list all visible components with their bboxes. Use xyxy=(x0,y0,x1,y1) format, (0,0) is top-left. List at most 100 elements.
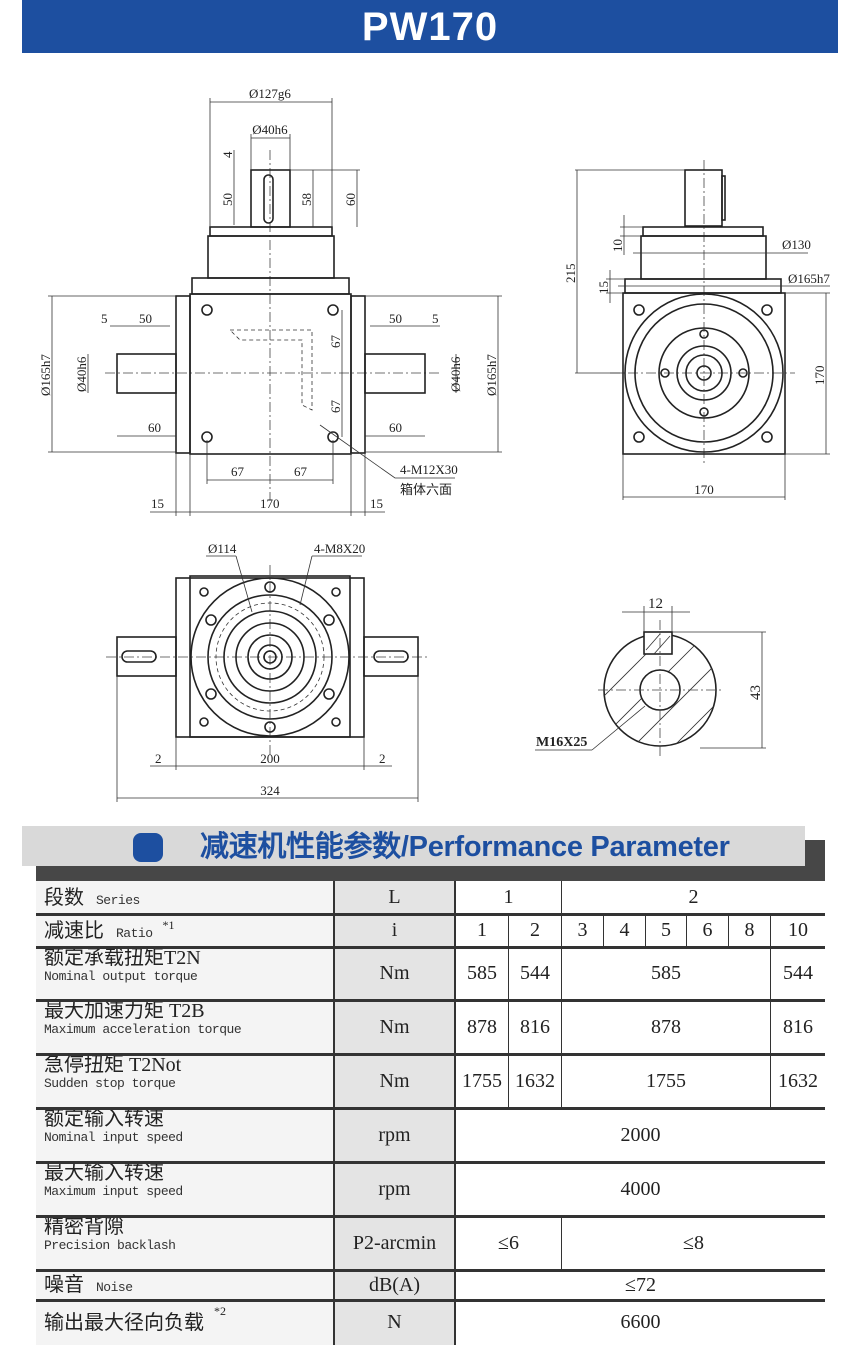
row-value: 1632 xyxy=(770,1054,825,1108)
label-en: Maximum input speed xyxy=(44,1184,183,1199)
thread-note-m8: 4-M8X20 xyxy=(314,541,365,556)
dim-key-width: 12 xyxy=(648,596,663,612)
label-cn: 额定承载扭矩T2N xyxy=(44,947,201,969)
row-value: 2 xyxy=(561,881,825,914)
row-value: 2000 xyxy=(620,1123,661,1146)
row-value: 8 xyxy=(728,914,770,947)
dim-right-flange-diameter: Ø165h7 xyxy=(484,354,499,396)
section-bullet-icon xyxy=(133,833,163,862)
footnote-marker: *2 xyxy=(214,1304,226,1318)
dim-left-50: 50 xyxy=(139,311,152,326)
label-en: Noise xyxy=(96,1280,133,1295)
label-cn: 段数 xyxy=(44,886,84,909)
label-cn: 急停扭矩 T2Not xyxy=(44,1054,182,1076)
row-value: 1755 xyxy=(561,1054,770,1108)
label-cn: 噪音 xyxy=(44,1274,84,1296)
row-divider xyxy=(36,1107,825,1110)
bolt-note: 4-M12X30 xyxy=(400,462,458,477)
row-unit: rpm xyxy=(333,1162,456,1216)
row-value: 1 xyxy=(503,886,514,908)
dim-right-shaft-diameter: Ø40h6 xyxy=(448,356,463,392)
row-value: ≤72 xyxy=(625,1273,656,1296)
dim-shaft-60: 60 xyxy=(343,193,358,206)
technical-drawings: Ø127g6 Ø40h6 4 50 58 60 5 50 Ø40h6 Ø165h… xyxy=(38,86,830,802)
row-divider xyxy=(36,1053,825,1056)
row-divider xyxy=(36,1215,825,1218)
row-divider xyxy=(36,946,825,949)
dim-width-15b: 15 xyxy=(370,496,383,511)
dim-horizontal-67a: 67 xyxy=(231,464,245,479)
dim-gap-2b: 2 xyxy=(379,751,386,766)
row-value: 1755 xyxy=(462,1069,502,1092)
row-value: 544 xyxy=(770,947,825,1000)
row-unit: rpm xyxy=(333,1108,456,1162)
dim-left-60: 60 xyxy=(148,420,161,435)
row-label: 段数 Series xyxy=(36,881,333,914)
section-header-title: 减速机性能参数/Performance Parameter xyxy=(200,831,730,863)
label-cn: 最大输入转速 xyxy=(44,1162,164,1184)
dim-left-flange-diameter: Ø165h7 xyxy=(38,354,53,396)
row-value: 585 xyxy=(561,947,770,1000)
dim-shaft-58: 58 xyxy=(299,193,314,206)
row-value: ≤8 xyxy=(561,1216,825,1270)
row-value: 1 xyxy=(477,919,487,941)
dim-flange-diameter: Ø127g6 xyxy=(249,86,291,101)
row-value: 2 xyxy=(508,914,561,947)
label-en: Nominal input speed xyxy=(44,1130,183,1145)
row-unit: P2-arcmin xyxy=(333,1216,456,1270)
row-divider xyxy=(36,1299,825,1302)
row-value: 6600 xyxy=(620,1311,661,1333)
label-cn: 精密背隙 xyxy=(44,1216,124,1238)
dim-width-324: 324 xyxy=(260,783,280,798)
dim-left-shaft-diameter: Ø40h6 xyxy=(74,356,89,392)
dim-horizontal-67b: 67 xyxy=(294,464,308,479)
dim-diameter-130: Ø130 xyxy=(782,237,811,252)
dim-diameter-165: Ø165h7 xyxy=(788,271,830,286)
row-value: 544 xyxy=(508,947,561,1000)
row-unit: Nm xyxy=(333,1054,456,1108)
label-cn: 输出最大径向负载 xyxy=(44,1311,204,1334)
row-value: 10 xyxy=(770,914,825,947)
thread-note-m16: M16X25 xyxy=(536,735,587,750)
dim-key-offset: 4 xyxy=(220,151,235,158)
dim-width-200: 200 xyxy=(260,751,280,766)
row-value: 816 xyxy=(508,1000,561,1054)
label-en: Maximum acceleration torque xyxy=(44,1022,242,1037)
row-unit: i xyxy=(333,914,456,947)
dim-key-length: 50 xyxy=(220,193,235,206)
dim-width-170: 170 xyxy=(694,482,714,497)
row-value: 4 xyxy=(603,914,645,947)
label-en: Series xyxy=(96,892,140,908)
dim-left-5: 5 xyxy=(101,311,108,326)
dim-vertical-67b: 67 xyxy=(328,400,343,414)
dim-height-15: 15 xyxy=(596,281,611,294)
label-en: Ratio xyxy=(116,925,153,941)
row-unit: Nm xyxy=(333,1000,456,1054)
row-value: 6 xyxy=(686,914,728,947)
bottom-view-drawing: Ø114 4-M8X20 2 200 2 324 xyxy=(106,541,430,802)
row-value: 1632 xyxy=(508,1054,561,1108)
row-divider xyxy=(36,913,825,916)
dim-diameter-114: Ø114 xyxy=(208,541,237,556)
row-value: 816 xyxy=(770,1000,825,1054)
dim-vertical-67a: 67 xyxy=(328,335,343,349)
label-cn: 减速比 xyxy=(44,919,104,942)
row-unit: N xyxy=(333,1300,456,1345)
dim-width-15a: 15 xyxy=(151,496,164,511)
label-en: Precision backlash xyxy=(44,1238,176,1253)
row-unit: dB(A) xyxy=(333,1270,456,1300)
dim-vertical-170: 170 xyxy=(812,366,827,386)
label-cn: 最大加速力矩 T2B xyxy=(44,1000,205,1022)
label-cn: 额定输入转速 xyxy=(44,1108,164,1130)
label-en: Sudden stop torque xyxy=(44,1076,176,1091)
row-label: 输出最大径向负载 *2 xyxy=(36,1300,333,1345)
bolt-note-cn: 箱体六面 xyxy=(400,482,452,497)
label-en: Nominal output torque xyxy=(44,969,198,984)
row-divider xyxy=(36,999,825,1002)
dim-height-43: 43 xyxy=(748,685,764,700)
